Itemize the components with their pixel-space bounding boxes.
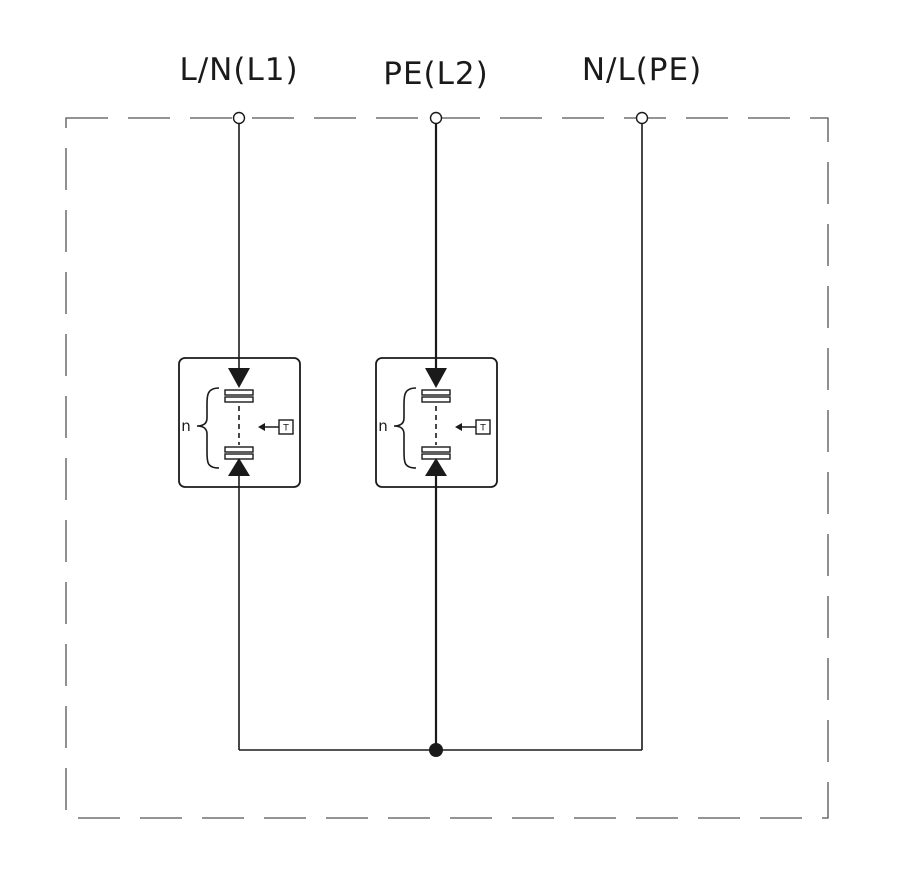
thermal-label-t: T (282, 424, 289, 434)
electrode-plate-icon (224, 396, 254, 403)
terminal-label-pe-l2: PE(L2) (383, 56, 488, 92)
bus-junction-dot (429, 743, 443, 757)
arrow-up-icon (425, 458, 447, 476)
arrow-down-icon (228, 368, 250, 388)
surge-module-2: n T (375, 357, 498, 488)
arrow-left-icon (455, 423, 462, 431)
terminal-circle-3 (635, 111, 649, 125)
electrode-plate-icon (421, 389, 451, 396)
thermal-disconnect-box (278, 419, 294, 435)
curly-brace-icon (393, 387, 417, 469)
electrode-plate-icon (224, 446, 254, 453)
arrow-left-icon (258, 423, 265, 431)
thermal-disconnect-box (475, 419, 491, 435)
terminal-circle-1 (232, 111, 246, 125)
count-label-n: n (181, 417, 191, 435)
electrode-plate-icon (224, 389, 254, 396)
enclosure-dashed-border (65, 117, 829, 819)
terminal-label-l-n-l1: L/N(L1) (179, 52, 298, 88)
thermal-label-t: T (479, 424, 486, 434)
terminal-label-n-l-pe: N/L(PE) (582, 52, 702, 88)
surge-module-1: n T (178, 357, 301, 488)
arrow-up-icon (228, 458, 250, 476)
electrode-plate-icon (421, 446, 451, 453)
arrow-down-icon (425, 368, 447, 388)
count-label-n: n (378, 417, 388, 435)
terminal-circle-2 (429, 111, 443, 125)
curly-brace-icon (196, 387, 220, 469)
electrode-plate-icon (421, 396, 451, 403)
